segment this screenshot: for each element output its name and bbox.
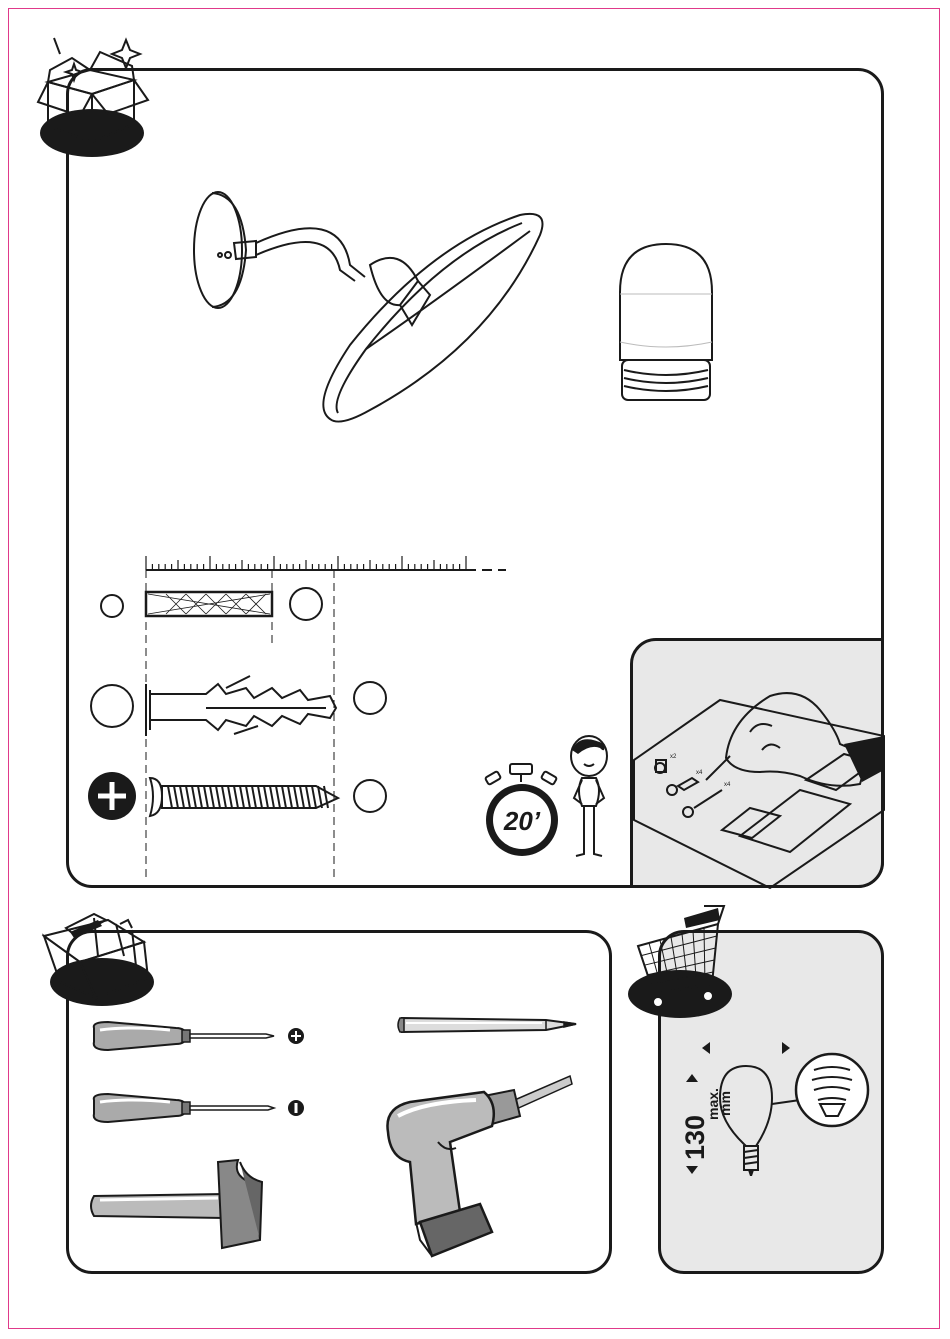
bulb-dimension-diagram: 130 max. mm <box>672 1040 877 1190</box>
hammer-illustration <box>90 1158 270 1250</box>
hint-qty-3: x4 <box>724 782 731 788</box>
timer-minutes: 20’ <box>503 806 541 836</box>
hint-qty-2: x4 <box>696 770 703 776</box>
open-box-icon <box>30 30 160 160</box>
cordless-drill-illustration <box>380 1072 576 1262</box>
stopwatch-icon: 20’ <box>480 760 565 860</box>
one-person-icon <box>562 734 616 858</box>
toolbox-icon <box>36 906 166 1010</box>
shopping-cart-icon <box>624 900 744 1020</box>
pencil-illustration <box>396 1014 580 1036</box>
bulb-size-value: 130 <box>680 1115 710 1160</box>
bulb-capsule-illustration <box>616 242 716 407</box>
phillips-screwdriver <box>90 1018 310 1054</box>
hint-qty-1: x2 <box>670 754 677 760</box>
slotted-screwdriver <box>90 1090 310 1126</box>
hardware-size-chart <box>86 548 526 878</box>
hardware-bag-illustration: x2 x4 x4 <box>630 640 884 888</box>
wall-lamp-illustration <box>190 185 560 425</box>
